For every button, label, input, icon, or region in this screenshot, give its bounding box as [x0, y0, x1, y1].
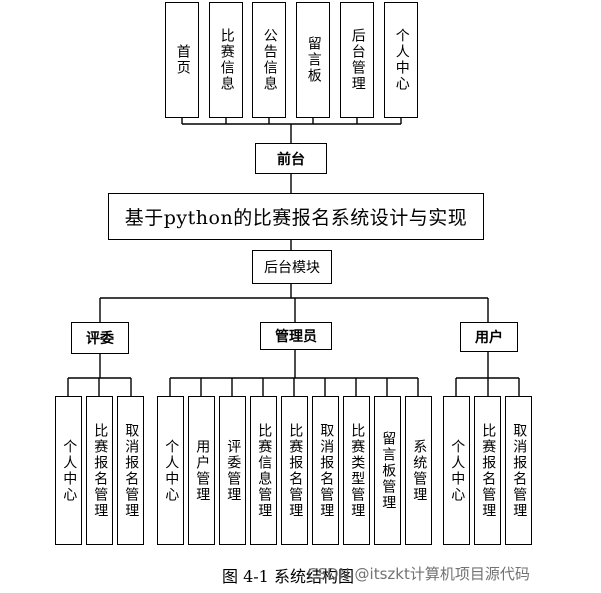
role-admin-node: 管理员 — [260, 322, 332, 350]
judge-item: 个人中心 — [55, 396, 82, 545]
front-item-backend-management-label: 后台管理 — [349, 28, 366, 92]
role-user-node: 用户 — [460, 322, 518, 352]
user-item: 取消报名管理 — [505, 396, 532, 545]
user-item: 个人中心 — [443, 396, 470, 545]
admin-item-label: 比赛类型管理 — [349, 422, 366, 519]
front-node-label: 前台 — [277, 151, 305, 168]
front-item-competition-info: 比赛信息 — [209, 2, 243, 118]
front-item-competition-info-label: 比赛信息 — [218, 28, 235, 92]
front-item-home: 首页 — [165, 2, 199, 118]
admin-item: 系统管理 — [405, 396, 432, 545]
admin-item-label: 比赛报名管理 — [287, 422, 304, 519]
user-item: 比赛报名管理 — [474, 396, 501, 545]
role-admin-label: 管理员 — [275, 329, 317, 345]
judge-item-label: 比赛报名管理 — [92, 422, 109, 519]
front-item-personal-center: 个人中心 — [384, 2, 418, 118]
front-item-message-board-label: 留言板 — [305, 36, 322, 84]
front-item-message-board: 留言板 — [296, 2, 330, 118]
admin-item: 比赛报名管理 — [281, 396, 308, 545]
user-item-label: 取消报名管理 — [511, 422, 528, 519]
figure-caption: 图 4-1 系统结构图 — [222, 567, 354, 586]
system-title: 基于python的比赛报名系统设计与实现 — [124, 207, 468, 229]
front-item-home-label: 首页 — [174, 44, 191, 76]
user-item-label: 比赛报名管理 — [480, 422, 497, 519]
admin-item-label: 系统管理 — [411, 438, 428, 503]
front-item-announcement-info: 公告信息 — [252, 2, 286, 118]
backend-node-label: 后台模块 — [264, 260, 320, 276]
admin-item-label: 留言板管理 — [380, 430, 397, 511]
role-user-label: 用户 — [475, 330, 503, 346]
judge-item-label: 取消报名管理 — [123, 422, 140, 519]
admin-item-label: 取消报名管理 — [318, 422, 335, 519]
admin-item: 取消报名管理 — [312, 396, 339, 545]
role-judge-label: 评委 — [86, 331, 114, 347]
watermark: CSDN @itszkt计算机项目源代码 — [307, 565, 530, 583]
admin-item-label: 比赛信息管理 — [256, 422, 273, 519]
role-judge-node: 评委 — [71, 322, 129, 354]
admin-item: 留言板管理 — [374, 396, 401, 545]
user-item-label: 个人中心 — [449, 438, 466, 503]
admin-item-label: 评委管理 — [225, 438, 242, 503]
admin-item: 比赛类型管理 — [343, 396, 370, 545]
admin-item-label: 个人中心 — [163, 438, 180, 503]
admin-item: 评委管理 — [219, 396, 246, 545]
admin-item-label: 用户管理 — [194, 438, 211, 503]
admin-item: 比赛信息管理 — [250, 396, 277, 545]
admin-item: 用户管理 — [188, 396, 215, 545]
admin-item: 个人中心 — [157, 396, 184, 545]
front-node: 前台 — [255, 143, 327, 174]
backend-node: 后台模块 — [252, 250, 332, 284]
front-item-backend-management: 后台管理 — [340, 2, 374, 118]
judge-item: 取消报名管理 — [117, 396, 144, 545]
judge-item-label: 个人中心 — [61, 438, 78, 503]
front-item-announcement-info-label: 公告信息 — [261, 28, 278, 92]
judge-item: 比赛报名管理 — [86, 396, 113, 545]
front-item-personal-center-label: 个人中心 — [393, 28, 410, 92]
system-title-node: 基于python的比赛报名系统设计与实现 — [108, 193, 484, 240]
